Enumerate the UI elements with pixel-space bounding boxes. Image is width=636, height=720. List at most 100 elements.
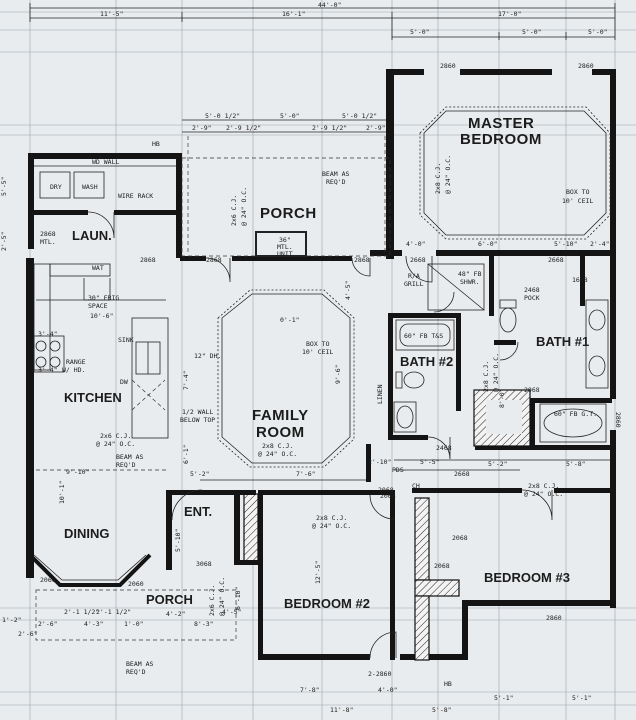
window-2860-b: 2860 <box>614 412 622 428</box>
kitchen-counters <box>33 263 169 439</box>
dim-left-v2: 2'-5" <box>0 231 8 251</box>
kitchen-joist-1: 2x6 C.J. <box>100 432 131 440</box>
dim-v-k: 7'-4" <box>182 370 190 390</box>
pocket-door-1: 2468 <box>524 286 540 294</box>
dim-porch-g: 2'-9" <box>366 124 386 132</box>
window-2860-master: 2860 <box>562 250 578 258</box>
dryer-note: DRY <box>50 183 62 191</box>
mtl-unit-2: MTL. <box>277 243 293 251</box>
dim-top-right: 17'-0" <box>498 10 521 18</box>
kitchen-beam-1: BEAM AS <box>116 453 143 461</box>
dim-bottom-d: 5'-8" <box>432 706 452 714</box>
dim-bottom-a: 7'-8" <box>300 686 320 694</box>
shower-note-2: SHWR. <box>460 278 480 286</box>
dim-v-k2: 6'-1" <box>182 444 190 464</box>
dh-note: 12" DH. <box>194 352 221 360</box>
master-joist-2: @ 24" O.C. <box>444 155 452 194</box>
bed2-joist-2: @ 24" O.C. <box>312 522 351 530</box>
half-wall-note-1: 1/2 WALL <box>182 408 213 416</box>
door-2068-closet: 2068 <box>452 534 468 542</box>
dim-front-h: 2'-6" <box>38 620 58 628</box>
door-2468-hall: 2468 <box>436 444 452 452</box>
master-bedroom-label-2: BEDROOM <box>460 131 542 148</box>
dim-mid-a: 5'-2" <box>190 470 210 478</box>
return-air-2: GRILL <box>404 280 424 288</box>
dim-v-porch: 6'-10" <box>234 587 242 610</box>
dim-front-a: 2'-1 1/2" <box>64 608 99 616</box>
master-ceiling-note-1: BOX TO <box>566 188 590 196</box>
dim-v-entry: 5'-10" <box>174 529 182 552</box>
entry-label: ENT. <box>184 504 212 519</box>
tub1-note: 60" FB G.T. <box>554 410 597 418</box>
dim-fam-w: 0'-1" <box>280 316 300 324</box>
mtl-unit-1: 36" <box>279 236 291 244</box>
kitchen-joist-2: @ 24" O.C. <box>96 440 135 448</box>
closet-wall-b <box>414 579 460 597</box>
door-2868-mtl: MTL. <box>40 238 56 246</box>
dim-left-k2: 3'-4" <box>38 366 58 374</box>
bath1-joist-1: 2x8 C.J. <box>482 361 490 392</box>
kitchen-beam-2: REQ'D <box>116 461 136 469</box>
dining-bay-window <box>28 553 152 587</box>
family-ceiling-1: BOX TO <box>306 340 330 348</box>
dim-porch-e: 2'-9 1/2" <box>226 124 261 132</box>
range-note-1: RANGE <box>66 358 86 366</box>
dim-bath-b: 6'-0" <box>478 240 498 248</box>
dim-top-left: 11'-5" <box>100 10 123 18</box>
bath2-label: BATH #2 <box>400 354 453 369</box>
dim-front-d: 1'-0" <box>124 620 144 628</box>
master-tray-ceiling <box>423 110 607 236</box>
bed3-joist-2: @ 24" O.C. <box>524 490 563 498</box>
pds-note: PDS <box>392 466 404 474</box>
dim-hall-a: 2'-10" <box>368 458 391 466</box>
dim-front-c: 4'-3" <box>84 620 104 628</box>
sink-note: SINK <box>118 336 134 344</box>
window-2060-dining: 2060 <box>40 576 56 584</box>
family-room-label-1: FAMILY <box>252 407 309 424</box>
front-beam-2: REQ'D <box>126 668 146 676</box>
dim-left-k: 3'-4" <box>38 330 58 338</box>
family-room-label-2: ROOM <box>256 424 305 441</box>
window-2860-top-a: 2860 <box>440 62 456 70</box>
dining-label: DINING <box>64 526 110 541</box>
porch-joist-1: 2x6 C.J. <box>230 195 238 226</box>
dim-bath-d: 2'-4" <box>590 240 610 248</box>
mtl-unit-3: UNIT <box>277 250 293 258</box>
dim-bath-a: 4'-0" <box>406 240 426 248</box>
range-note-2: W/ HD. <box>62 366 85 374</box>
closet-wall-a <box>414 497 430 581</box>
dim-v-dining: 10'-1" <box>58 481 66 504</box>
door-2668-hall: 2668 <box>410 256 426 264</box>
dim-porch-f: 2'-9 1/2" <box>312 124 347 132</box>
dim-top-mid: 16'-1" <box>282 10 305 18</box>
frig-note-1: 30" FRIG <box>88 294 119 302</box>
family-joist-1: 2x8 C.J. <box>262 442 293 450</box>
bedroom2-label: BEDROOM #2 <box>284 596 370 611</box>
dim-bed3-b: 5'-8" <box>566 460 586 468</box>
dim-v-bath: 8'-0" <box>498 388 506 408</box>
rear-porch-label: PORCH <box>260 205 317 222</box>
dim-bath-c: 5'-10" <box>554 240 577 248</box>
door-2068-c: 2068 <box>378 486 394 494</box>
half-wall-note-2: BELOW TOP <box>180 416 215 424</box>
bath1-joist-2: @ 24" O.C. <box>492 353 500 392</box>
wire-rack-note: WIRE RACK <box>118 192 153 200</box>
bed3-joist-1: 2x8 C.J. <box>528 482 559 490</box>
dim-bottom-f: 5'-1" <box>572 694 592 702</box>
door-2868-kitchen: 2868 <box>140 256 156 264</box>
metal-unit <box>255 231 307 257</box>
dim-porch-d: 2'-9" <box>192 124 212 132</box>
dim-front-g: 4'-5" <box>222 608 242 616</box>
dim-bottom-b: 4'-0" <box>378 686 398 694</box>
dim-v-mb: 4'-5" <box>344 280 352 300</box>
shower-note-1: 48" FB <box>458 270 482 278</box>
dim-porch-c: 5'-0 1/2" <box>342 112 377 120</box>
washer-note: WASH <box>82 183 98 191</box>
door-2868-porch: 2868 <box>206 256 222 264</box>
dim-bottom-e: 5'-1" <box>494 694 514 702</box>
kitchen-label: KITCHEN <box>64 390 122 405</box>
front-porch-joist-1: 2x6 C.J. <box>208 585 216 616</box>
door-swings <box>87 211 553 659</box>
door-2668-bath: 2668 <box>548 256 564 264</box>
